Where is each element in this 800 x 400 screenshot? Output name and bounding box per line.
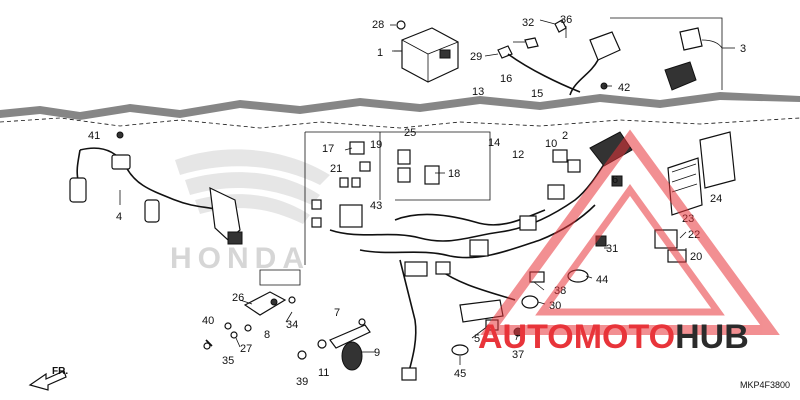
honda-background-text: HONDA [170,242,310,275]
callout: 15 [531,88,543,100]
watermark-part-hub: HUB [675,318,749,356]
center-group-frame [304,131,491,265]
main-wire-harness [329,131,633,381]
torn-edge-band [0,92,800,129]
callout: 17 [322,143,334,155]
callout: 9 [374,347,380,359]
front-direction-label: FR. [52,366,68,377]
callout: 2 [562,130,568,142]
bracket-assembly [203,269,301,350]
bolt-28 [396,20,406,30]
leader-lines [119,19,687,365]
callout: 7 [334,307,340,319]
front-direction-arrow: FR. [28,366,68,391]
callout: 36 [560,14,572,26]
callout: 40 [202,315,214,327]
callout: 39 [296,376,308,388]
drawing-code: MKP4F3800 [740,380,790,390]
callout: 24 [710,193,722,205]
callout: 31 [606,243,618,255]
callout: 1 [377,47,383,59]
automotohub-watermark: AUTOMOTOHUB [478,318,749,356]
callout: 13 [472,86,484,98]
callout: 41 [88,130,100,142]
callout: 6 [612,174,618,186]
callout: 8 [264,329,270,341]
callout: 10 [545,138,557,150]
callout: 32 [522,17,534,29]
callout: 29 [470,51,482,63]
callout: 44 [596,274,608,286]
automotohub-logo-icon [480,129,780,335]
relay-group [311,141,440,228]
top-harness-connectors [569,27,723,96]
top-assembly-outline [610,17,735,90]
watermark-part-moto: MOTO [574,318,675,356]
callout: 11 [318,367,329,379]
callout: 45 [454,368,466,380]
callout: 16 [500,73,512,85]
callout: 14 [488,137,500,149]
callout: 25 [404,127,416,139]
callout: 43 [370,200,382,212]
callout: 5 [474,333,480,345]
callout: 18 [448,168,460,180]
callout: 21 [330,163,342,175]
callout: 37 [512,349,524,361]
callout: 27 [240,343,252,355]
clip-29 [497,19,567,59]
callout: 12 [512,149,524,161]
callout: 42 [618,82,630,94]
ecu-unit [401,27,459,83]
callout: 26 [232,292,244,304]
callout: 28 [372,19,384,31]
honda-wing-emblem [175,149,330,224]
horn-assembly [297,318,371,371]
callout: 3 [740,43,746,55]
callout: 20 [690,251,702,263]
callout: 19 [370,139,382,151]
callout: 4 [116,211,122,223]
left-harness [69,131,243,245]
callout: 35 [222,355,234,367]
callout: 34 [286,319,298,331]
watermark-part-auto: AUTO [478,318,574,356]
